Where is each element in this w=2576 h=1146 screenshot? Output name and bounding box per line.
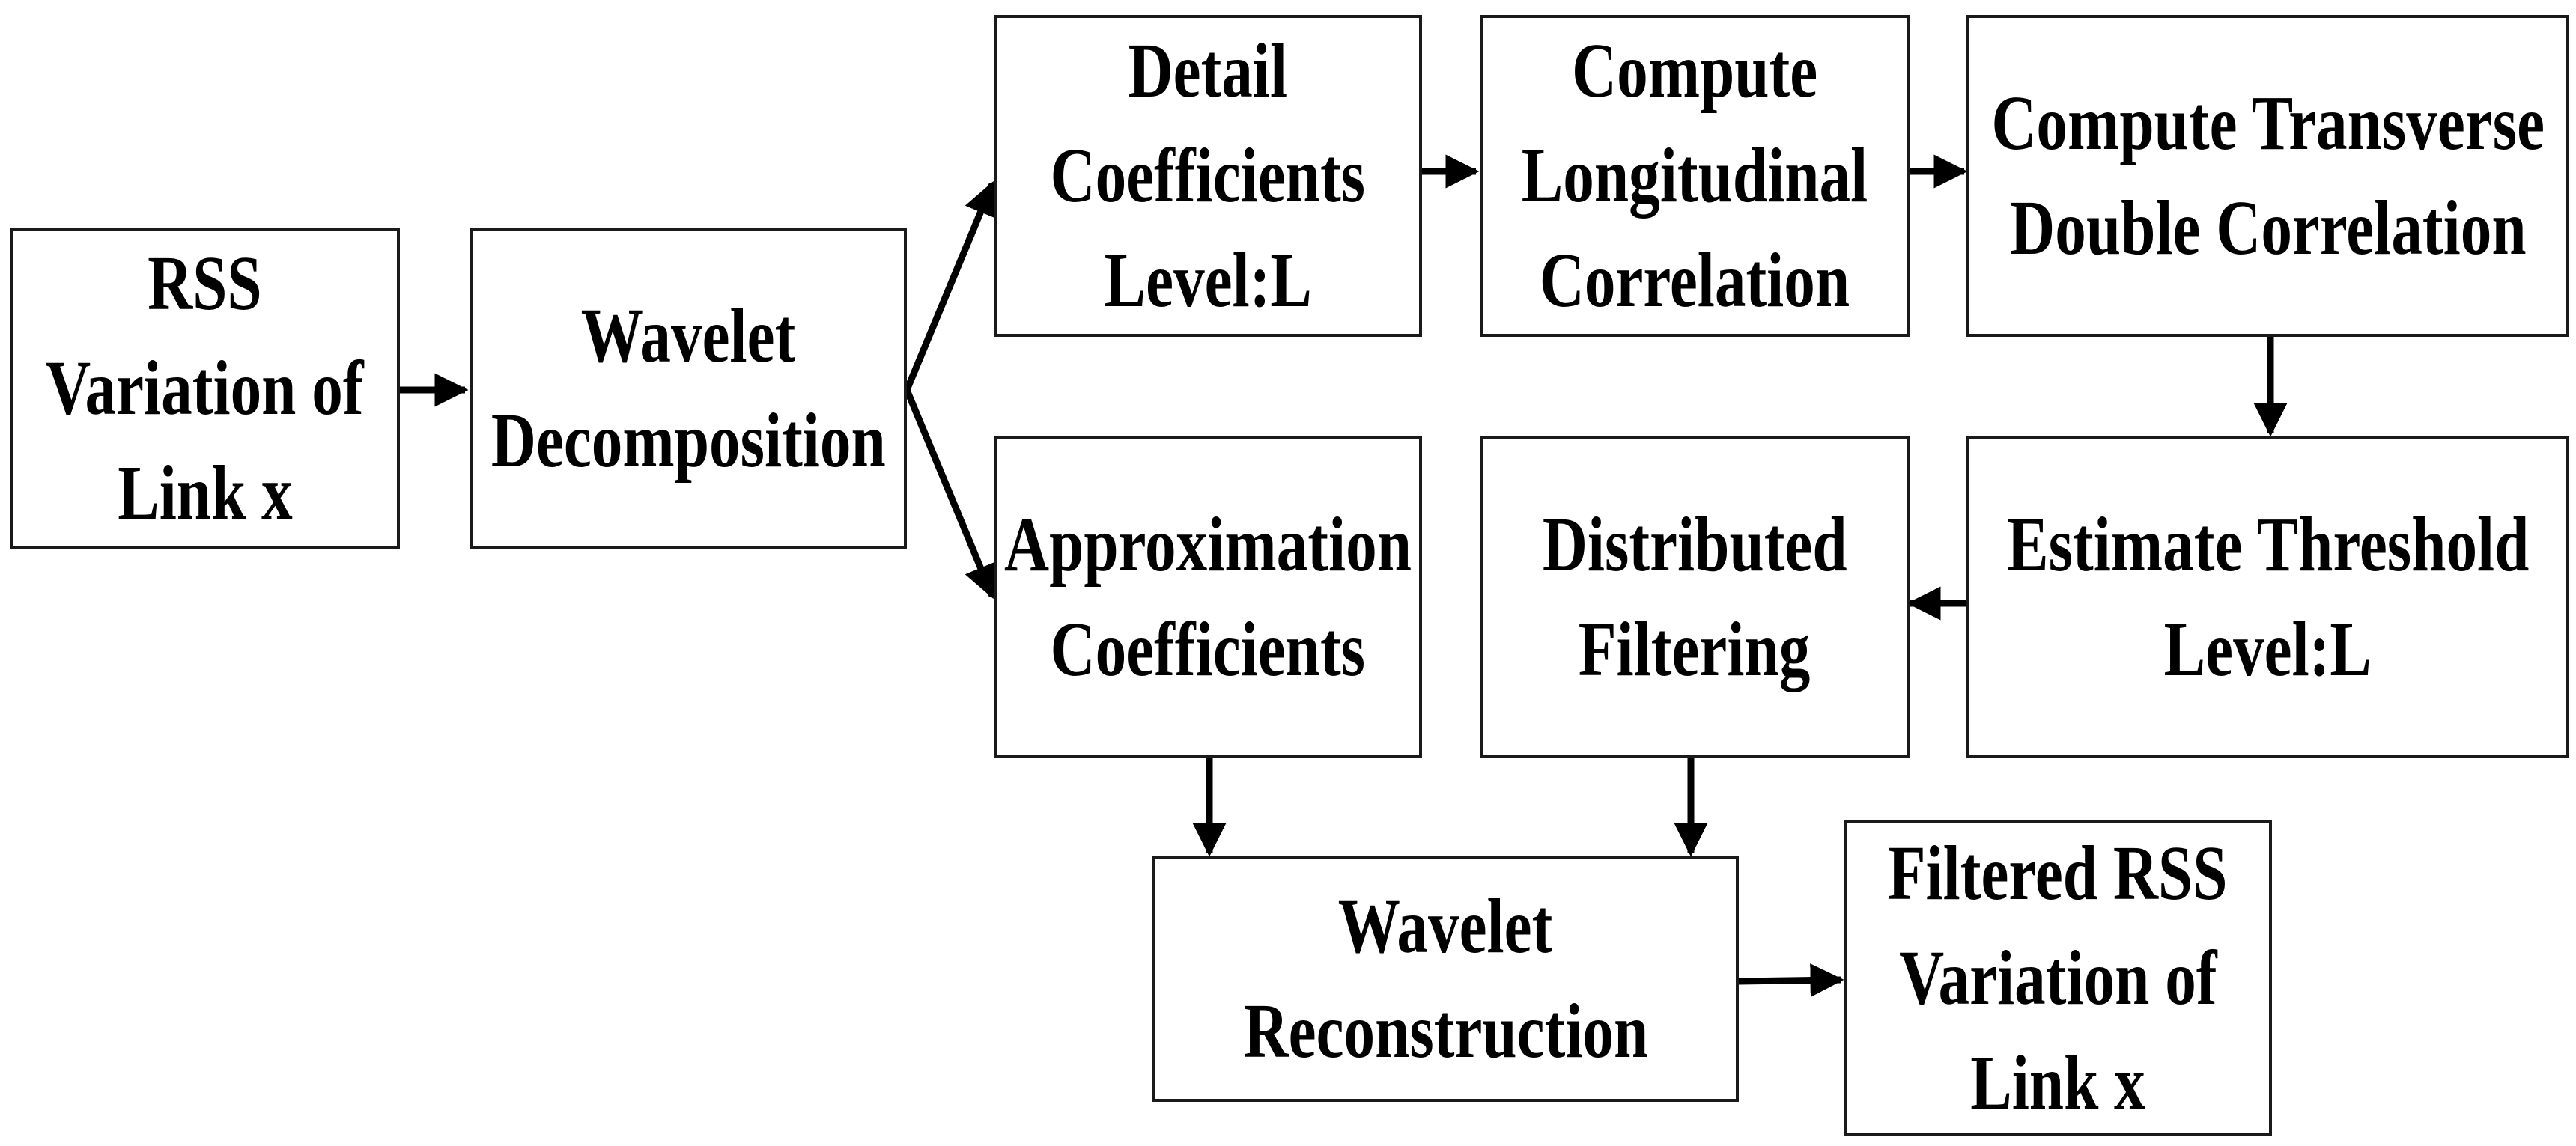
node-wavelet-reconstruction-line-1: Wavelet: [1338, 883, 1553, 969]
node-approximation-coefficients-line-2: Coefficients: [1050, 606, 1366, 692]
node-detail-coefficients-line-3: Level:L: [1104, 237, 1312, 323]
node-estimate-threshold: Estimate Threshold Level:L: [1966, 436, 2569, 758]
node-compute-longitudinal-correlation-line-3: Correlation: [1539, 237, 1850, 323]
arrow-decomposition-to-detail: [903, 180, 997, 391]
node-filtered-rss-output-line-2: Variation of: [1898, 934, 2217, 1021]
node-compute-longitudinal-correlation-line-2: Longitudinal: [1521, 132, 1868, 219]
node-rss-input-line-2: Variation of: [46, 345, 364, 431]
arrow-reconstruction-to-output: [1738, 963, 1844, 998]
node-distributed-filtering-line-2: Filtering: [1579, 606, 1811, 692]
node-wavelet-decomposition: Wavelet Decomposition: [470, 228, 907, 549]
node-rss-input-line-1: RSS: [148, 240, 262, 326]
node-detail-coefficients-line-2: Coefficients: [1050, 132, 1366, 219]
node-filtered-rss-output: Filtered RSS Variation of Link x: [1844, 820, 2272, 1136]
node-distributed-filtering-line-1: Distributed: [1542, 502, 1847, 588]
node-rss-input: RSS Variation of Link x: [10, 228, 400, 549]
node-approximation-coefficients-line-1: Approximation: [1004, 502, 1412, 588]
node-detail-coefficients-line-1: Detail: [1128, 28, 1288, 114]
node-wavelet-decomposition-line-1: Wavelet: [580, 293, 796, 379]
node-approximation-coefficients: Approximation Coefficients: [994, 436, 1422, 758]
node-compute-longitudinal-correlation: Compute Longitudinal Correlation: [1480, 15, 1910, 337]
node-compute-longitudinal-correlation-line-1: Compute: [1571, 28, 1818, 114]
node-compute-transverse-double-correlation-line-2: Double Correlation: [2009, 185, 2527, 271]
node-detail-coefficients: Detail Coefficients Level:L: [994, 15, 1422, 337]
node-filtered-rss-output-line-1: Filtered RSS: [1888, 829, 2228, 916]
node-rss-input-line-3: Link x: [117, 450, 293, 536]
node-compute-transverse-double-correlation: Compute Transverse Double Correlation: [1966, 15, 2569, 337]
node-estimate-threshold-line-2: Level:L: [2163, 606, 2372, 692]
node-estimate-threshold-line-1: Estimate Threshold: [2006, 502, 2530, 588]
node-wavelet-decomposition-line-2: Decomposition: [490, 397, 886, 484]
node-filtered-rss-output-line-3: Link x: [1970, 1039, 2145, 1126]
node-wavelet-reconstruction: Wavelet Reconstruction: [1152, 856, 1739, 1102]
arrow-decomposition-to-approximation: [903, 388, 997, 600]
node-compute-transverse-double-correlation-line-1: Compute Transverse: [1991, 80, 2545, 166]
node-distributed-filtering: Distributed Filtering: [1480, 436, 1910, 758]
node-wavelet-reconstruction-line-2: Reconstruction: [1243, 988, 1648, 1074]
